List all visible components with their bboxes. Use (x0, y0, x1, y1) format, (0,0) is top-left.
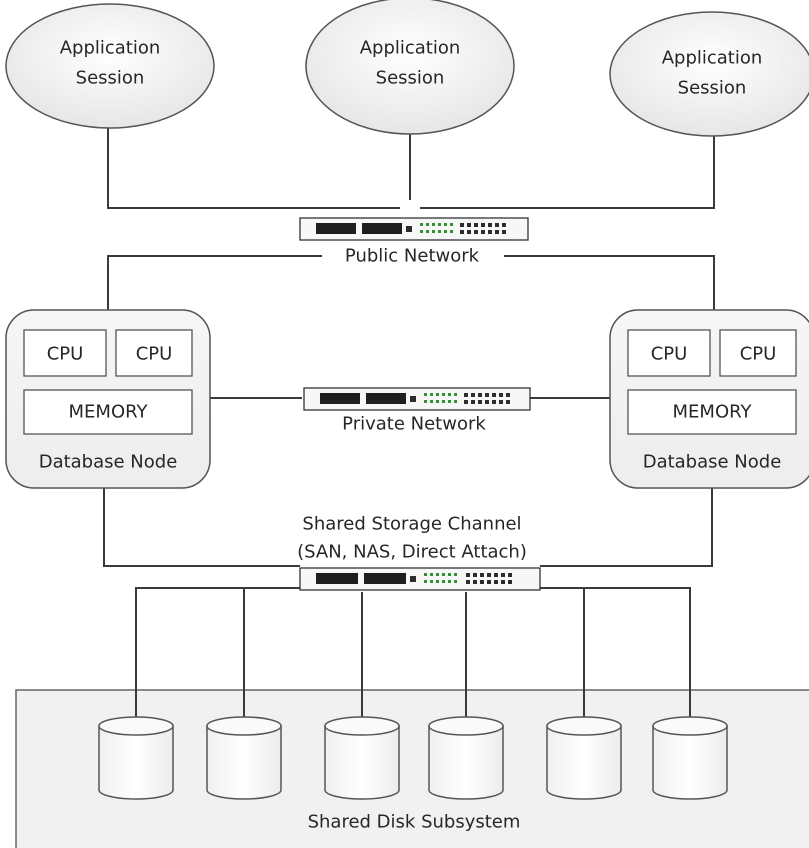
public-network-switch-icon (299, 217, 529, 241)
session-label-line2: Session (76, 68, 145, 89)
application-session-1: Application Session (5, 3, 215, 129)
disk-cylinder-icon (98, 716, 174, 800)
memory-label: MEMORY (69, 402, 149, 423)
session-ellipse (5, 3, 215, 129)
application-session-3: Application Session (609, 11, 809, 137)
session-ellipse (609, 11, 809, 137)
cpu-label: CPU (651, 344, 688, 365)
cpu-chip (23, 329, 107, 377)
session-label-line2: Session (678, 78, 747, 99)
application-session-2: Application Session (305, 0, 515, 135)
cpu-label: CPU (136, 344, 173, 365)
session-links (107, 127, 715, 209)
storage-channel-links (103, 488, 713, 567)
session-ellipse (305, 0, 515, 135)
memory-chip (23, 389, 193, 435)
disk-cylinder-icon (652, 716, 728, 800)
cpu-label: CPU (47, 344, 84, 365)
storage-channel-label-line2: (SAN, NAS, Direct Attach) (297, 542, 527, 563)
cpu-label: CPU (740, 344, 777, 365)
disk-array (98, 716, 728, 800)
database-node-left: CPU CPU MEMORY Database Node (5, 309, 211, 489)
disk-cylinder-icon (546, 716, 622, 800)
session-label-line1: Application (360, 38, 461, 59)
storage-channel-label-line1: Shared Storage Channel (302, 514, 521, 535)
shared-disk-subsystem-label: Shared Disk Subsystem (308, 812, 521, 833)
storage-channel-switch-icon (299, 567, 541, 591)
public-network-label: Public Network (345, 246, 480, 267)
private-network-switch-icon (303, 387, 531, 411)
memory-label: MEMORY (673, 402, 753, 423)
disk-cylinder-icon (206, 716, 282, 800)
session-label-line1: Application (662, 48, 763, 69)
disk-cylinder-icon (428, 716, 504, 800)
session-label-line1: Application (60, 38, 161, 59)
session-label-line2: Session (376, 68, 445, 89)
disk-links (135, 587, 691, 725)
memory-chip (627, 389, 797, 435)
disk-cylinder-icon (324, 716, 400, 800)
database-node-right: CPU CPU MEMORY Database Node (609, 309, 809, 489)
cpu-chip (719, 329, 797, 377)
database-node-label: Database Node (643, 452, 782, 473)
private-network-label: Private Network (342, 414, 486, 435)
cpu-chip (115, 329, 193, 377)
public-network-links (107, 255, 715, 310)
database-node-label: Database Node (39, 452, 178, 473)
cpu-chip (627, 329, 711, 377)
